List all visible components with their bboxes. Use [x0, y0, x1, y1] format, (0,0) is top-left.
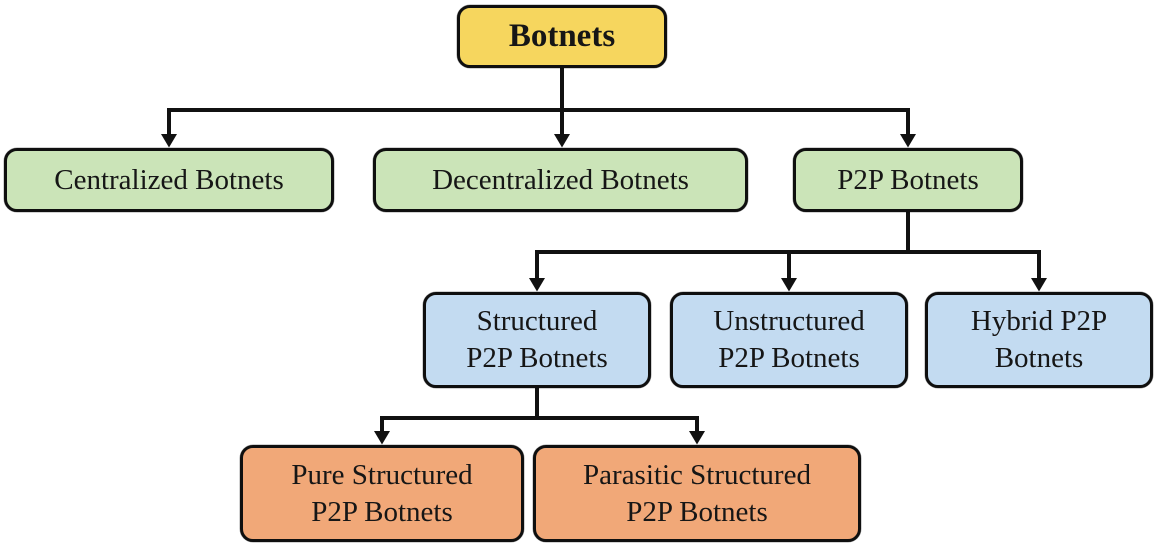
- node-botnets-label: Botnets: [508, 18, 616, 54]
- node-pure-structured-p2p-botnets-label-line1: Pure Structured: [291, 458, 473, 491]
- node-botnets: Botnets: [457, 5, 667, 68]
- node-parasitic-structured-p2p-botnets-label-line2: P2P Botnets: [626, 495, 768, 528]
- node-hybrid-p2p-botnets-label-line2: Botnets: [994, 342, 1084, 374]
- edges-structured-to-level4: [374, 386, 705, 445]
- node-structured-p2p-botnets-label-line2: P2P Botnets: [466, 342, 608, 374]
- edges-root-to-level2: [161, 66, 916, 148]
- node-centralized-botnets-label: Centralized Botnets: [54, 163, 284, 196]
- node-unstructured-p2p-botnets-label-line2: P2P Botnets: [718, 342, 860, 374]
- node-pure-structured-p2p-botnets: Pure Structured P2P Botnets: [240, 445, 524, 542]
- node-unstructured-p2p-botnets: Unstructured P2P Botnets: [670, 292, 908, 388]
- node-structured-p2p-botnets-label-line1: Structured: [476, 305, 598, 337]
- node-decentralized-botnets-label: Decentralized Botnets: [432, 163, 689, 196]
- node-hybrid-p2p-botnets: Hybrid P2P Botnets: [925, 292, 1153, 388]
- node-pure-structured-p2p-botnets-label-line2: P2P Botnets: [311, 495, 453, 528]
- node-unstructured-p2p-botnets-label-line1: Unstructured: [713, 305, 865, 337]
- node-parasitic-structured-p2p-botnets: Parasitic Structured P2P Botnets: [533, 445, 861, 542]
- node-structured-p2p-botnets: Structured P2P Botnets: [423, 292, 651, 388]
- node-p2p-botnets-label: P2P Botnets: [837, 163, 979, 196]
- node-hybrid-p2p-botnets-label-line1: Hybrid P2P: [970, 305, 1108, 337]
- node-decentralized-botnets: Decentralized Botnets: [373, 148, 748, 212]
- node-parasitic-structured-p2p-botnets-label-line1: Parasitic Structured: [583, 458, 811, 491]
- node-centralized-botnets: Centralized Botnets: [4, 148, 334, 212]
- node-p2p-botnets: P2P Botnets: [793, 148, 1023, 212]
- edges-p2p-to-level3: [529, 210, 1047, 292]
